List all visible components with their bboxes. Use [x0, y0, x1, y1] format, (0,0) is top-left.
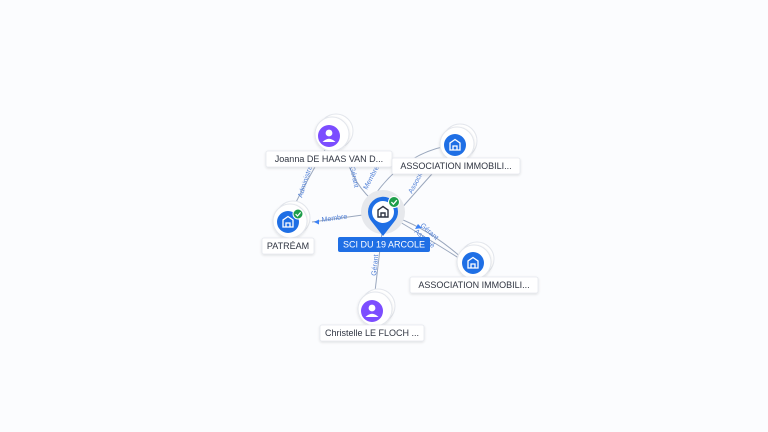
- center-label: SCI DU 19 ARCOLE: [343, 240, 425, 250]
- node-association-2[interactable]: ASSOCIATION IMMOBILI...: [409, 241, 539, 294]
- edge-center-asso2-gerant: [397, 217, 463, 259]
- building-icon: [467, 256, 479, 269]
- person-icon: [322, 129, 336, 142]
- check-icon: [390, 199, 398, 206]
- building-icon: [449, 138, 461, 151]
- company-avatar: [444, 134, 466, 156]
- node-label-box: [409, 276, 539, 294]
- edge-label: Gérant: [348, 166, 359, 188]
- node-label-box: [261, 237, 315, 255]
- center-label-box: [338, 237, 430, 252]
- edge-arrow: [415, 224, 422, 229]
- person-icon: [365, 304, 379, 317]
- node-label-box: [319, 324, 425, 342]
- node-label-box: [391, 157, 521, 175]
- node-patream[interactable]: PATRÉAM: [261, 200, 315, 255]
- node-label: Joanna DE HAAS VAN D...: [275, 154, 383, 164]
- node-center[interactable]: SCI DU 19 ARCOLE: [338, 190, 430, 252]
- node-label: ASSOCIATION IMMOBILI...: [418, 280, 529, 290]
- edge-label: Membre: [321, 213, 348, 224]
- node-association-1[interactable]: ASSOCIATION IMMOBILI...: [391, 123, 521, 175]
- node-label: ASSOCIATION IMMOBILI...: [400, 161, 511, 171]
- node-label: Christelle LE FLOCH ...: [325, 328, 419, 338]
- building-icon: [377, 205, 389, 218]
- node-christelle[interactable]: Christelle LE FLOCH ...: [319, 288, 425, 342]
- node-label: PATRÉAM: [267, 241, 309, 251]
- edge-arrow: [314, 219, 319, 225]
- edge-label: Gérant: [371, 254, 380, 276]
- verified-badge: [292, 208, 304, 220]
- node-joanna[interactable]: Joanna DE HAAS VAN D...: [265, 113, 393, 168]
- building-icon: [282, 215, 294, 228]
- edge-label: Membre: [363, 165, 381, 191]
- edge-center-patream: [311, 213, 371, 223]
- verified-badge: [388, 196, 400, 208]
- check-icon: [295, 212, 302, 217]
- company-avatar: [462, 252, 484, 274]
